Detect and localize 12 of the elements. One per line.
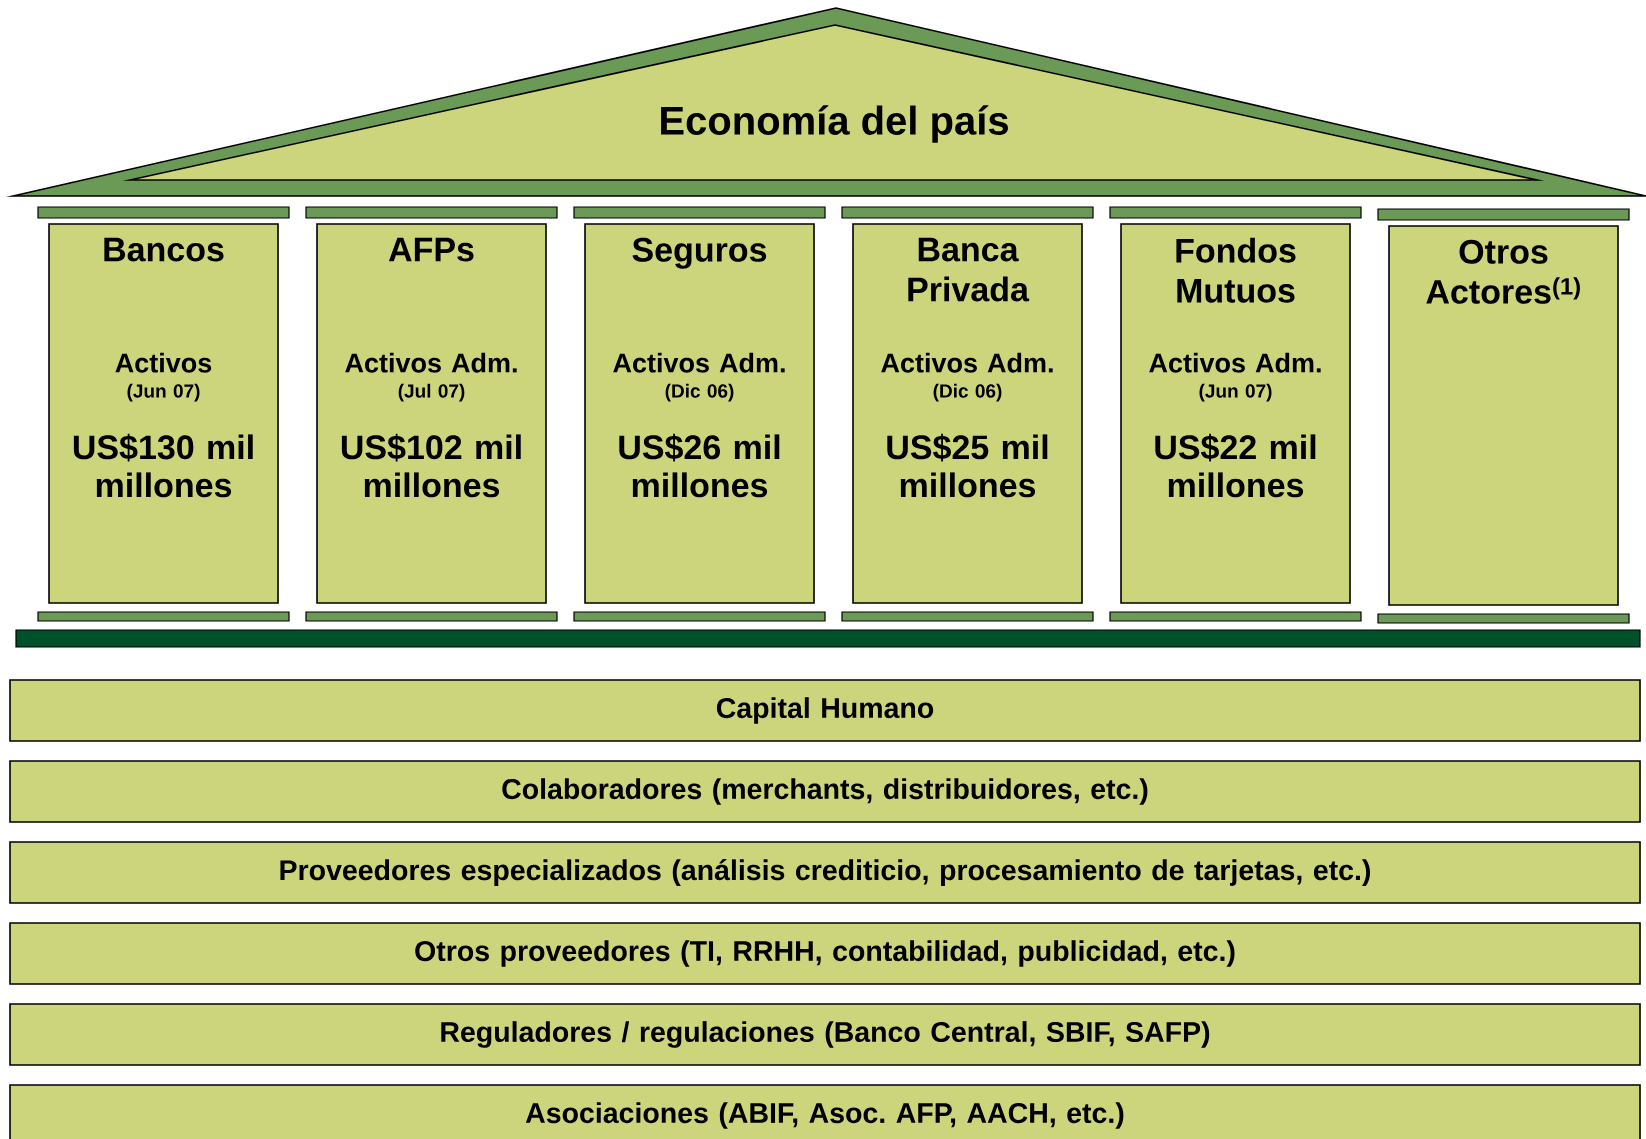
band-box: Asociaciones (ABIF, Asoc. AFP, AACH, etc.) [9, 1084, 1641, 1139]
pillar-box: Seguros Activos Adm. (Dic 06) US$26 mil millones [584, 223, 815, 604]
band-box: Proveedores especializados (análisis crediticio, procesamiento de tarjetas, etc.) [9, 841, 1641, 904]
band-box: Otros proveedores (TI, RRHH, contabilidad, publicidad, etc.) [9, 922, 1641, 985]
pillar-box: Otros Actores$^{(1)}$ [1388, 225, 1619, 606]
pillar-box: Bancos Activos (Jun 07) US$130 mil millones [48, 223, 279, 604]
pillar-box: Banca Privada Activos Adm. (Dic 06) US$25 mil millones [852, 223, 1083, 604]
band-box: Reguladores / regulaciones (Banco Central, SBIF, SAFP) [9, 1003, 1641, 1066]
pillar-box: Fondos Mutuos Activos Adm. (Jun 07) US$22 mil millones [1120, 223, 1351, 604]
pillar-box: AFPs Activos Adm. (Jul 07) US$102 mil millones [316, 223, 547, 604]
band-box: Capital Humano [9, 679, 1641, 742]
band-box: Colaboradores (merchants, distribuidores, etc.) [9, 760, 1641, 823]
